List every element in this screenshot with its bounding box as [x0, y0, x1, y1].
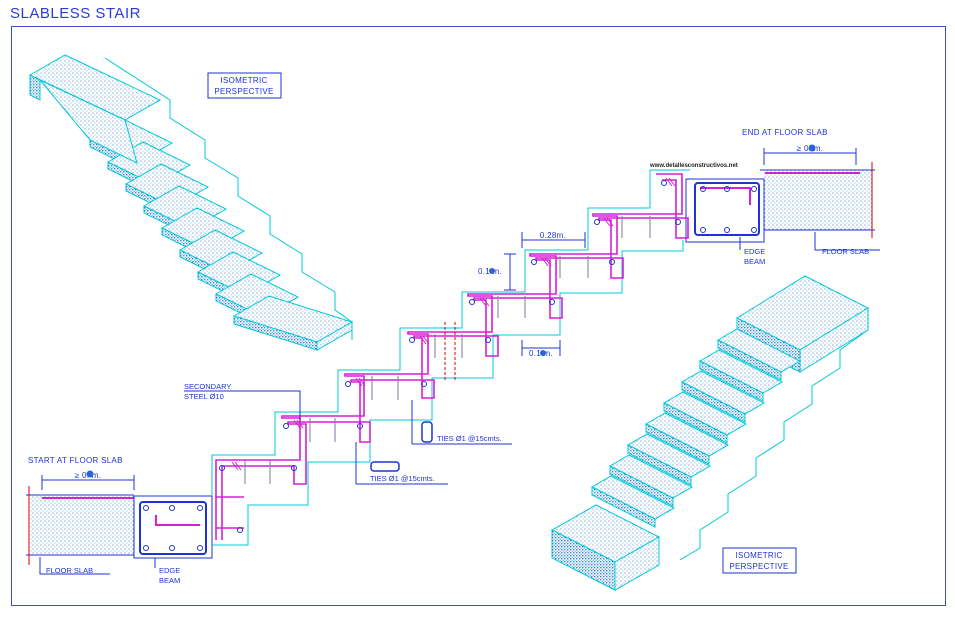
svg-text:END AT FLOOR SLAB: END AT FLOOR SLAB — [742, 128, 828, 137]
svg-text:FLOOR SLAB: FLOOR SLAB — [822, 247, 869, 256]
svg-text:BEAM: BEAM — [744, 257, 765, 266]
svg-text:ISOMETRIC: ISOMETRIC — [220, 76, 267, 85]
svg-text:ISOMETRIC: ISOMETRIC — [735, 551, 782, 560]
isometric-stair-bottom — [550, 275, 870, 591]
edge-beam-right: EDGE BEAM — [685, 178, 765, 266]
svg-text:TIES Ø1 @15cmts.: TIES Ø1 @15cmts. — [437, 434, 502, 443]
page-title: SLABLESS STAIR — [10, 5, 141, 22]
drawing-frame — [11, 26, 946, 606]
svg-text:PERSPECTIVE: PERSPECTIVE — [729, 562, 788, 571]
svg-text:STEEL Ø10: STEEL Ø10 — [184, 392, 224, 401]
floor-slab-left: ≥ 0. m. START AT FLOOR SLAB FLOOR SLAB — [26, 456, 135, 575]
floor-slab-right: ≥ 0. m. END AT FLOOR SLAB FLOOR SLAB — [742, 128, 880, 256]
tread-dimension: 0.28m. — [540, 231, 566, 240]
svg-text:FLOOR SLAB: FLOOR SLAB — [46, 566, 93, 575]
svg-text:EDGE: EDGE — [159, 566, 180, 575]
website-text: www.detallesconstructivos.net — [649, 163, 738, 169]
svg-text:PERSPECTIVE: PERSPECTIVE — [214, 87, 273, 96]
svg-text:BEAM: BEAM — [159, 576, 180, 585]
svg-text:EDGE: EDGE — [744, 247, 765, 256]
ties-label-lower: TIES Ø1 @15cmts. — [355, 442, 448, 485]
svg-text:SECONDARY: SECONDARY — [184, 382, 231, 391]
svg-text:TIES Ø1 @15cmts.: TIES Ø1 @15cmts. — [370, 474, 435, 483]
svg-text:START AT FLOOR SLAB: START AT FLOOR SLAB — [28, 456, 123, 465]
edge-beam-left: EDGE BEAM — [133, 495, 213, 585]
iso-label-top: ISOMETRIC PERSPECTIVE — [207, 72, 282, 99]
ties-label-upper: TIES Ø1 @15cmts. — [411, 400, 512, 445]
iso-label-bottom: ISOMETRIC PERSPECTIVE — [722, 547, 797, 574]
secondary-steel-label: SECONDARY STEEL Ø10 — [184, 382, 301, 420]
stair-section — [211, 169, 690, 546]
isometric-stair-top — [28, 54, 354, 351]
dimensions — [504, 232, 586, 356]
